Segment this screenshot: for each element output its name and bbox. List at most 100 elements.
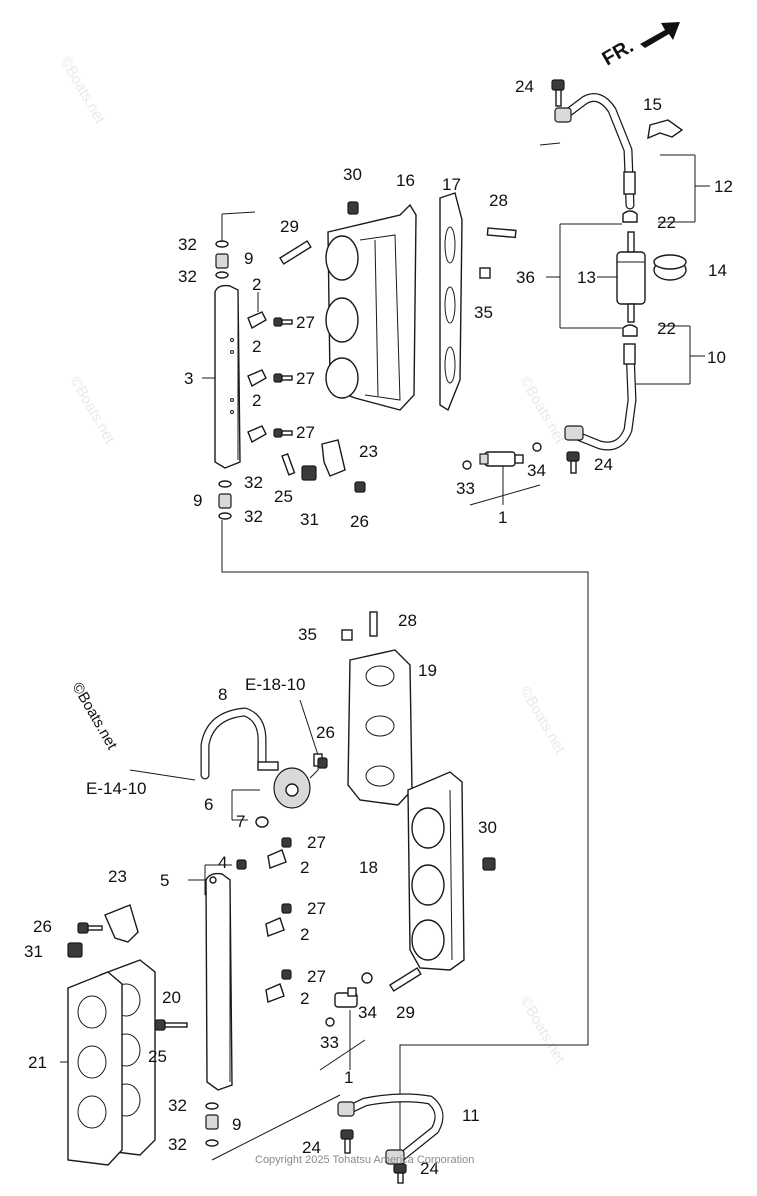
callout-14: 14: [708, 261, 727, 280]
leader-lines: [60, 154, 710, 1161]
callout-27-e: 27: [307, 899, 326, 918]
spacer-bolt-set-lower: [265, 837, 292, 1003]
callout-32-e: 32: [168, 1096, 187, 1115]
callout-2-f: 2: [300, 989, 309, 1008]
callout-26-lower: 26: [33, 917, 52, 936]
stud-28-upper: [486, 227, 517, 239]
callout-10: 10: [707, 348, 726, 367]
callout-27-c: 27: [296, 423, 315, 442]
callout-6: 6: [204, 795, 213, 814]
callout-35-upper: 35: [474, 303, 493, 322]
fuel-injector-1-upper: [462, 442, 542, 470]
callout-1-lower: 1: [344, 1068, 353, 1087]
callout-1-upper: 1: [498, 508, 507, 527]
callout-25-lower: 25: [148, 1047, 167, 1066]
reference-e-14-10: E-14-10: [86, 779, 146, 798]
callout-4: 4: [218, 853, 227, 872]
callout-11: 11: [462, 1106, 480, 1125]
copyright-notice: Copyright 2025 Tohatsu America Corporati…: [255, 1154, 474, 1166]
sleeve-35-lower: [341, 629, 353, 641]
fuel-hose-12: [539, 93, 636, 210]
o-ring-7: [255, 816, 269, 828]
callout-9-b: 9: [193, 491, 202, 510]
seal-set-upper: [215, 240, 232, 520]
callout-16: 16: [396, 171, 415, 190]
fuel-hose-10: [564, 343, 637, 451]
callout-26-regulator: 26: [316, 723, 335, 742]
callout-34-lower: 34: [358, 1003, 377, 1022]
bracket-set-lower: [67, 904, 139, 958]
callout-8: 8: [218, 685, 227, 704]
callout-12: 12: [714, 177, 733, 196]
callout-29-lower: 29: [396, 1003, 415, 1022]
watermark-2: ©Boats.net: [67, 374, 119, 448]
band-14: [653, 254, 687, 281]
callout-29-upper: 29: [280, 217, 299, 236]
callout-32-a: 32: [178, 235, 197, 254]
callout-21: 21: [28, 1053, 47, 1072]
delivery-pipe-5: [205, 872, 233, 1091]
callout-28-upper: 28: [489, 191, 508, 210]
gasket-17: [439, 192, 463, 412]
callout-15: 15: [643, 95, 662, 114]
stud-29-upper: [279, 240, 312, 265]
callout-9-a: 9: [244, 249, 253, 268]
callout-31-lower: 31: [24, 942, 43, 961]
callout-3: 3: [184, 369, 193, 388]
callout-26-upper: 26: [350, 512, 369, 531]
callout-5: 5: [160, 871, 169, 890]
stud-29-lower: [389, 967, 422, 992]
watermark-1: ©Boats.net: [57, 54, 109, 128]
bolt-25-lower: [154, 1019, 188, 1031]
clamp-22-upper: [622, 210, 638, 223]
plug-4: [236, 859, 247, 870]
callout-27-a: 27: [296, 313, 315, 332]
bolt-30-lower: [482, 857, 496, 871]
plate-21: [67, 971, 123, 1166]
callout-32-d: 32: [244, 507, 263, 526]
callout-28-lower: 28: [398, 611, 417, 630]
seal-set-lower: [205, 1102, 219, 1147]
watermark-3: ©Boats.net: [517, 374, 569, 448]
callout-27-d: 27: [307, 833, 326, 852]
bolt-24-right: [566, 451, 580, 474]
callout-2-c: 2: [252, 391, 261, 410]
watermark-4: ©Boats.net: [517, 684, 569, 758]
callout-2-a: 2: [252, 275, 261, 294]
fuel-filter-13: [616, 231, 646, 323]
callout-7: 7: [236, 812, 245, 831]
callout-33-upper: 33: [456, 479, 475, 498]
bolt-24-lower: [340, 1129, 407, 1184]
callout-23-upper: 23: [359, 442, 378, 461]
bolt-26-regulator: [317, 757, 328, 769]
fuel-injector-1-lower: [325, 972, 373, 1027]
callout-35-lower: 35: [298, 625, 317, 644]
callout-13: 13: [577, 268, 596, 287]
hose-8: [200, 707, 267, 780]
bracket-set-upper: [281, 439, 366, 493]
front-direction-label: FR.: [599, 35, 638, 70]
callout-24-lower-right: 24: [420, 1159, 439, 1178]
callout-2-e: 2: [300, 925, 309, 944]
callout-25-upper: 25: [274, 487, 293, 506]
brand-mark: ©Boats.net: [69, 680, 121, 754]
callout-labels: 24 15 12 30 16 17 28 22 29 32 9 32 2 36 …: [24, 77, 733, 1178]
callout-32-f: 32: [168, 1135, 187, 1154]
callout-20: 20: [162, 988, 181, 1007]
callout-9-c: 9: [232, 1115, 241, 1134]
callout-22-lower: 22: [657, 319, 676, 338]
arrow-right-icon: [640, 22, 680, 48]
bolt-30-upper: [347, 201, 359, 215]
callout-24-right: 24: [594, 455, 613, 474]
callout-33-lower: 33: [320, 1033, 339, 1052]
callout-27-f: 27: [307, 967, 326, 986]
callout-24-lower-left: 24: [302, 1138, 321, 1157]
pressure-regulator-6: [257, 753, 323, 809]
callout-18: 18: [359, 858, 378, 877]
fuel-hose-11: [337, 1093, 444, 1165]
reference-e-18-10: E-18-10: [245, 675, 305, 694]
front-direction-arrow: FR.: [599, 22, 680, 70]
callout-19: 19: [418, 661, 437, 680]
clip-15: [647, 119, 684, 140]
